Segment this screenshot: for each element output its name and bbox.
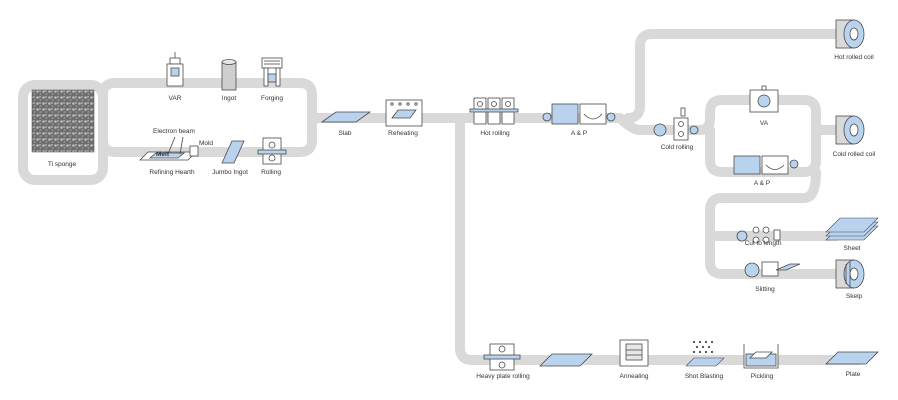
rolling-mill-icon	[257, 137, 287, 165]
label-cold-rolling: Cold rolling	[660, 144, 694, 151]
reheating-furnace-icon	[385, 99, 423, 127]
label-plate: Plate	[845, 371, 861, 378]
label-ti-sponge: Ti sponge	[47, 161, 77, 168]
anneal-pickle-line-top-icon	[542, 103, 616, 125]
vacuum-annealing-icon	[749, 85, 779, 113]
label-heavy-plate-rolling: Heavy plate rolling	[476, 373, 530, 380]
cold-rolled-coil-icon	[835, 115, 865, 145]
label-annealing: Annealing	[619, 373, 649, 380]
pipe-cold-rolling-loop	[615, 95, 821, 177]
label-var: VAR	[168, 95, 182, 102]
label-jumbo-ingot: Jumbo Ingot	[212, 169, 248, 176]
plate-final-icon	[825, 351, 879, 365]
label-shot-blasting: Shot Blasting	[684, 373, 724, 380]
label-reheating: Reheating	[388, 130, 418, 137]
hot-rolled-coil-icon	[835, 19, 865, 49]
label-melt: Melt	[156, 151, 169, 158]
label-hot-rolled-coil: Hot rolled coil	[834, 54, 874, 61]
slitting-machine-icon	[744, 261, 801, 278]
pipe-finishing-loop	[705, 167, 841, 279]
label-slab: Slab	[338, 130, 352, 137]
refining-hearth-icon	[139, 136, 199, 161]
pipe-plate-branch	[455, 113, 865, 365]
label-rolling: Rolling	[261, 169, 281, 176]
slab-icon	[320, 111, 372, 123]
ti-sponge-image	[31, 89, 95, 153]
annealing-furnace-icon	[619, 339, 649, 367]
anneal-pickle-line-mid-icon	[733, 155, 799, 175]
label-a-and-p-mid: A & P	[753, 180, 771, 187]
ingot-icon	[221, 59, 237, 91]
forging-press-icon	[261, 57, 283, 87]
label-slitting: Slitting	[755, 286, 775, 293]
pipe-hot-rolled-branch	[623, 29, 841, 123]
label-sheet: Sheet	[843, 245, 861, 252]
heavy-plate-mill-icon	[483, 343, 521, 371]
label-mold: Mold	[198, 140, 214, 147]
label-hot-rolling: Hot rolling	[480, 130, 510, 137]
label-pickling: Pickling	[750, 373, 774, 380]
label-refining-hearth: Refining Hearth	[149, 169, 195, 176]
plate-piece-icon	[539, 353, 593, 367]
cut-to-length-icon	[736, 226, 781, 244]
var-furnace-icon	[166, 52, 184, 87]
jumbo-ingot-icon	[221, 140, 245, 164]
label-electron-beam: Electron beam	[153, 128, 195, 135]
label-cut-to-length: Cut to length	[744, 240, 782, 247]
cold-rolling-mill-icon	[653, 107, 699, 141]
label-cold-rolled-coil: Cold rolled coil	[832, 151, 876, 158]
label-va: VA	[759, 120, 769, 127]
label-a-and-p-top: A & P	[570, 130, 588, 137]
flow-pipes	[18, 29, 865, 365]
hot-rolling-mill-icon	[469, 97, 519, 125]
pickling-tank-icon	[743, 344, 779, 369]
shot-blasting-icon	[685, 340, 725, 367]
skelp-coil-icon	[835, 259, 865, 289]
sheet-stack-icon	[825, 217, 879, 241]
label-ingot: Ingot	[221, 95, 237, 102]
label-skelp: Skelp	[845, 293, 863, 300]
label-forging: Forging	[260, 95, 284, 102]
